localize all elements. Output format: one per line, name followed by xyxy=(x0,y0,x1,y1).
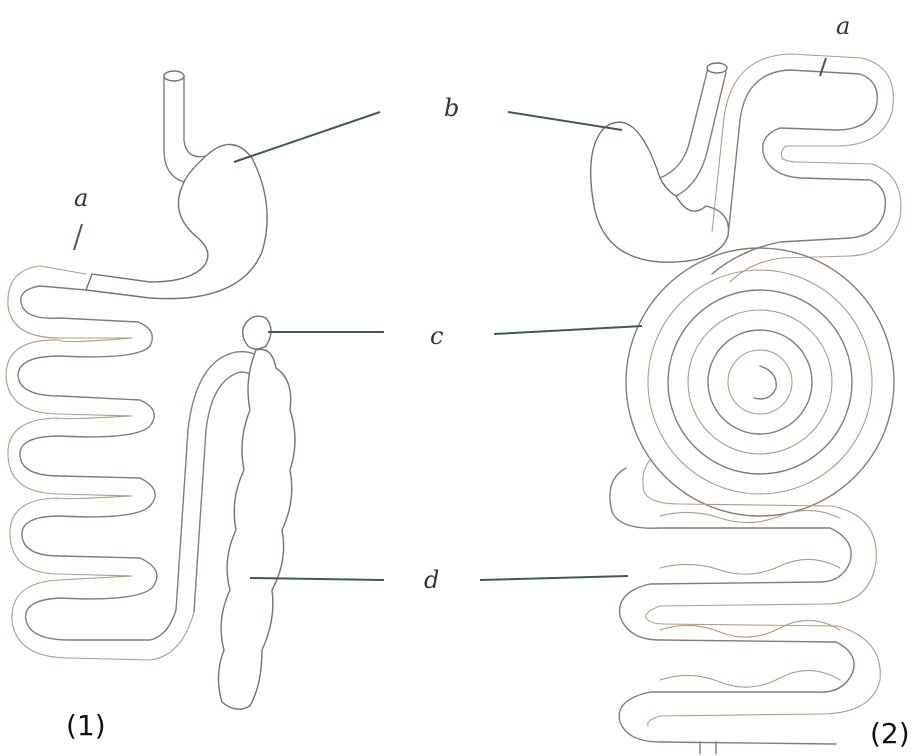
fig2-spiral-outer xyxy=(626,248,894,516)
leader-a-fig2 xyxy=(820,58,826,76)
leader-b-left xyxy=(234,112,380,162)
figure-1-digestive-tract xyxy=(6,71,295,709)
fig2-small-intestine-outer xyxy=(712,70,885,274)
leader-d-right xyxy=(480,576,628,580)
figure-2-digestive-tract xyxy=(591,54,901,754)
leader-c-right xyxy=(494,326,642,334)
fig2-spiral-ring-5 xyxy=(708,330,812,434)
fig2-fold-3 xyxy=(660,620,840,637)
leader-b-right xyxy=(508,112,622,130)
leader-lines xyxy=(74,58,826,580)
fig1-colon xyxy=(218,349,295,709)
label-c: c xyxy=(430,322,443,350)
fig1-small-intestine-inner xyxy=(6,266,194,660)
part-labels: a a b c d xyxy=(74,12,850,594)
label-d: d xyxy=(424,566,439,594)
fig1-caecum xyxy=(243,316,271,349)
label-b: b xyxy=(444,94,459,122)
fig1-small-intestine-outer xyxy=(18,286,176,640)
figure-2-label: (2) xyxy=(870,717,910,750)
fig2-esophagus xyxy=(660,68,726,196)
fig2-large-intestine-outer xyxy=(610,468,854,744)
label-a-fig1: a xyxy=(74,184,88,212)
leader-a-fig1 xyxy=(74,224,82,250)
fig2-spiral-ring-6 xyxy=(728,350,792,414)
fig2-spiral-core xyxy=(754,366,776,399)
fig2-spiral-ring-4 xyxy=(688,310,832,454)
figure-1-label: (1) xyxy=(66,709,106,742)
fig2-esophagus-opening xyxy=(707,63,727,73)
fig2-small-intestine-inner xyxy=(712,54,901,282)
fig2-spiral-ring-2 xyxy=(648,270,872,494)
fig2-rectum xyxy=(700,742,716,754)
fig2-spiral-ring-3 xyxy=(668,290,852,474)
fig2-fold-4 xyxy=(660,670,840,687)
label-a-fig2: a xyxy=(836,12,850,40)
fig1-esophagus-opening xyxy=(164,71,184,81)
fig2-fold-2 xyxy=(660,559,840,574)
fig1-stomach xyxy=(86,144,267,298)
fig2-fold-1 xyxy=(660,510,840,522)
fig2-large-intestine-inner xyxy=(643,460,880,726)
fig2-stomach xyxy=(591,122,729,262)
